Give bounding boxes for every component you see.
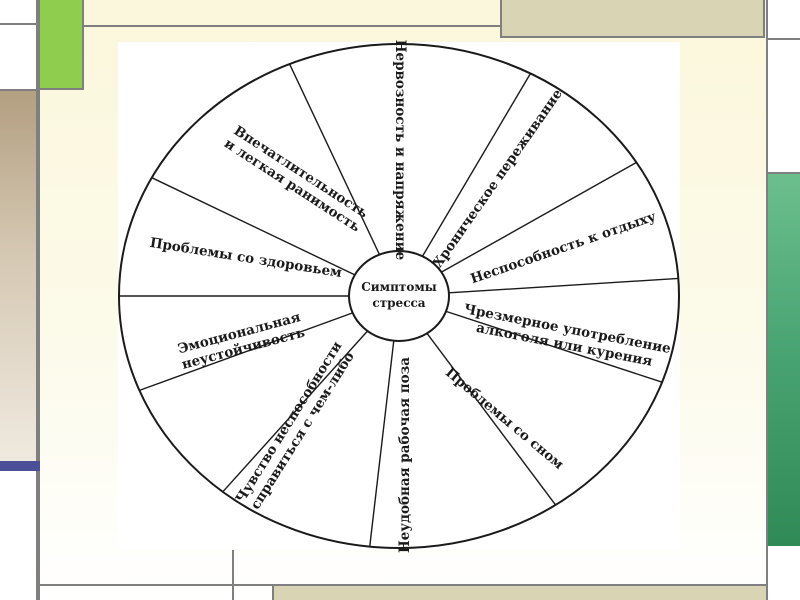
decor-bottom-line (40, 584, 766, 586)
spoke-line (448, 277, 679, 294)
segment-nervousness: Нервозность и напряжение (392, 40, 408, 260)
segment-label-work-posture-line-1: Неудобная рабочая поза (397, 357, 413, 553)
decor-tan-block (0, 91, 38, 461)
decor-right-top-box (766, 0, 800, 40)
spoke-line (441, 161, 637, 273)
decor-top-line (84, 25, 764, 27)
decor-bottom-khaki (272, 586, 766, 600)
decor-right-box (766, 40, 800, 174)
spoke-line (369, 340, 395, 547)
decor-right-bottom-box (766, 546, 800, 600)
center-label-line-1: Симптомы (361, 280, 437, 294)
decor-navy-stripe (0, 461, 40, 471)
decor-left-box (0, 25, 38, 91)
decor-khaki-block (500, 0, 765, 38)
spoke-line (421, 73, 532, 257)
center-circle (348, 250, 450, 342)
segment-label-nervousness-line-1: Нервозность и напряжение (392, 40, 408, 260)
center-label-line-2: стресса (372, 296, 425, 310)
decor-teal-block (766, 174, 800, 546)
spoke-line (139, 312, 353, 392)
spoke-line (426, 332, 557, 506)
decor-left-vline (38, 0, 40, 600)
spokes-group (119, 63, 679, 547)
spoke-line (445, 310, 663, 383)
spoke-line (222, 330, 369, 493)
segment-work-posture: Неудобная рабочая поза (397, 357, 413, 553)
decor-top-left-box (0, 0, 38, 25)
decor-green-block (40, 0, 84, 90)
spoke-line (151, 177, 356, 276)
decor-bottom-left-box (0, 471, 38, 600)
spoke-line (288, 63, 381, 255)
decor-bottom-vline (232, 548, 234, 600)
